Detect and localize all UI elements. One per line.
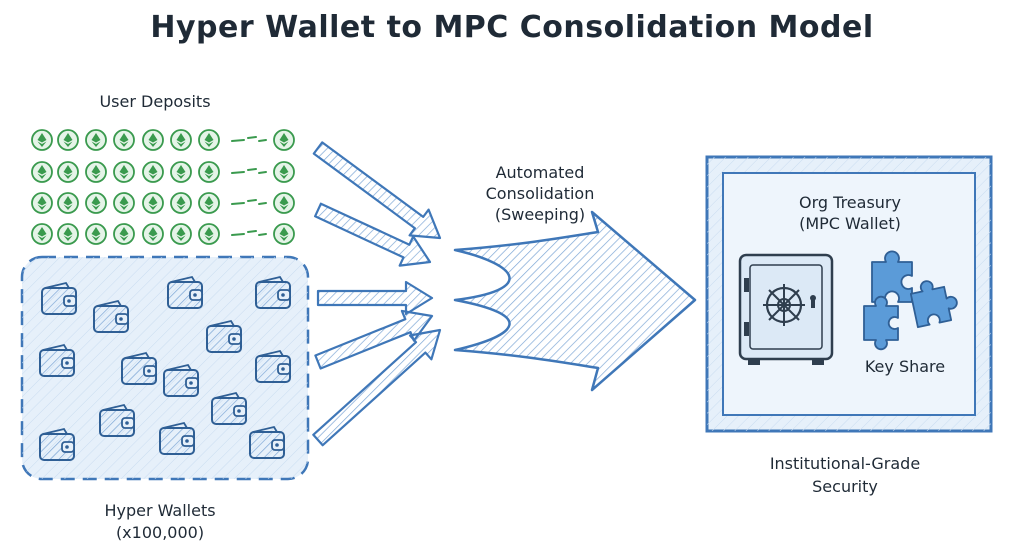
consolidation-arrows (312, 141, 442, 447)
deposit-dashes (231, 168, 267, 174)
ethereum-coin-icon (113, 223, 135, 245)
arrow-icon (314, 202, 432, 267)
ethereum-coin-icon (85, 161, 107, 183)
treasury-label-line2: (MPC Wallet) (799, 214, 901, 233)
wallet-icon (93, 299, 129, 333)
wallet-icon (99, 403, 135, 437)
consolidation-label-line3: (Sweeping) (494, 205, 586, 224)
wallet-icon (211, 391, 247, 425)
consolidation-label-line2: Consolidation (485, 184, 595, 203)
ethereum-coin-icon (170, 223, 192, 245)
wallet-icon (39, 427, 75, 461)
ethereum-coin-icon (142, 161, 164, 183)
ethereum-coin-icon (31, 223, 53, 245)
sweep-arrow (453, 210, 697, 392)
ethereum-coin-icon (273, 129, 295, 151)
wallet-icon (39, 343, 75, 377)
security-label-line1: Institutional-Grade (769, 454, 921, 473)
arrow-icon (312, 328, 442, 447)
wallet-icon (121, 351, 157, 385)
deposit-dashes (231, 136, 267, 142)
ethereum-coin-icon (85, 192, 107, 214)
hyper-wallets-group (39, 275, 291, 461)
ethereum-coin-icon (170, 129, 192, 151)
arrow-icon (314, 309, 434, 370)
user-deposits-coins (31, 129, 295, 245)
security-label: Institutional-Grade Security (715, 452, 975, 498)
hyper-wallets-label-line2: (x100,000) (115, 523, 205, 542)
ethereum-coin-icon (85, 223, 107, 245)
ethereum-coin-icon (170, 192, 192, 214)
ethereum-coin-icon (31, 161, 53, 183)
ethereum-coin-icon (142, 192, 164, 214)
wallet-icon (41, 281, 77, 315)
wallet-icon (167, 275, 203, 309)
ethereum-coin-icon (273, 161, 295, 183)
consolidation-label: Automated Consolidation (Sweeping) (450, 162, 630, 225)
ethereum-coin-icon (57, 129, 79, 151)
ethereum-coin-icon (57, 223, 79, 245)
wallet-icon (206, 319, 242, 353)
wallet-icon (255, 349, 291, 383)
hyper-wallets-label-line1: Hyper Wallets (104, 501, 216, 520)
ethereum-coin-icon (198, 161, 220, 183)
consolidation-label-line1: Automated (495, 163, 585, 182)
wallet-icon (249, 425, 285, 459)
arrow-icon (312, 141, 442, 240)
key-share-label: Key Share (864, 357, 946, 376)
ethereum-coin-icon (198, 223, 220, 245)
user-deposits-label: User Deposits (99, 92, 211, 111)
ethereum-coin-icon (142, 223, 164, 245)
ethereum-coin-icon (113, 161, 135, 183)
puzzle-icon (863, 250, 958, 351)
wallet-icon (159, 421, 195, 455)
diagram-title: Hyper Wallet to MPC Consolidation Model (150, 10, 874, 45)
treasury-label-line1: Org Treasury (799, 193, 901, 212)
ethereum-coin-icon (113, 129, 135, 151)
deposit-dashes (231, 230, 267, 236)
hyper-wallets-label: Hyper Wallets (x100,000) (60, 500, 260, 544)
ethereum-coin-icon (170, 161, 192, 183)
ethereum-coin-icon (113, 192, 135, 214)
ethereum-coin-icon (198, 192, 220, 214)
ethereum-coin-icon (31, 192, 53, 214)
ethereum-coin-icon (142, 129, 164, 151)
safe-icon (738, 253, 834, 365)
wallet-icon (255, 275, 291, 309)
ethereum-coin-icon (85, 129, 107, 151)
ethereum-coin-icon (57, 161, 79, 183)
arrow-icon (316, 280, 434, 316)
deposit-dashes (231, 199, 267, 205)
treasury-label: Org Treasury (MPC Wallet) (735, 192, 965, 234)
ethereum-coin-icon (57, 192, 79, 214)
wallet-icon (163, 363, 199, 397)
security-label-line2: Security (812, 477, 878, 496)
ethereum-coin-icon (273, 192, 295, 214)
ethereum-coin-icon (198, 129, 220, 151)
ethereum-coin-icon (31, 129, 53, 151)
ethereum-coin-icon (273, 223, 295, 245)
